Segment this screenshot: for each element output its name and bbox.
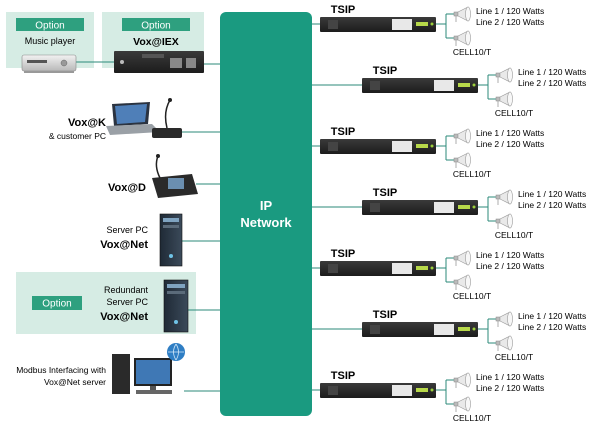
server-pc-label: Server PC [106, 225, 148, 235]
tsip-line1-label: Line 1 / 120 Watts [476, 6, 544, 16]
tsip-rack-device [320, 383, 436, 398]
modbus-label-2: Vox@Net server [44, 377, 106, 387]
redundant-label-2: Server PC [106, 297, 148, 307]
tsip-line2-label: Line 2 / 120 Watts [518, 322, 586, 332]
horn-speaker-icon [453, 152, 471, 168]
server-pc-vox-net: Vox@Net [100, 239, 148, 251]
redundant-vox-net: Vox@Net [100, 311, 148, 323]
tsip-line1-label: Line 1 / 120 Watts [518, 311, 586, 321]
vox-iex-device [114, 51, 204, 73]
tsip-line2-label: Line 2 / 120 Watts [476, 261, 544, 271]
horn-speaker-icon [453, 372, 471, 388]
vox-d-device [152, 154, 198, 198]
tsip-cell-label: CELL10/T [453, 291, 491, 301]
server-pc-tower [159, 213, 183, 267]
vox-d-label: Vox@D [108, 182, 146, 194]
ip-network-bar [220, 12, 312, 416]
horn-speaker-icon [495, 91, 513, 107]
horn-speaker-icon [453, 128, 471, 144]
tsip-line1-label: Line 1 / 120 Watts [476, 250, 544, 260]
modbus-label: Modbus Interfacing with [16, 365, 106, 375]
tsip-line1-label: Line 1 / 120 Watts [476, 372, 544, 382]
tsip-rack-device [320, 261, 436, 276]
horn-speaker-icon [453, 250, 471, 266]
horn-speaker-icon [453, 30, 471, 46]
ip-network-label-2: Network [240, 215, 292, 230]
tsip-title: TSIP [331, 126, 355, 138]
tsip-cell-label: CELL10/T [495, 230, 533, 240]
music-player-label: Music player [25, 36, 76, 46]
option-badge [32, 296, 82, 310]
music-player-device [21, 54, 77, 73]
tsip-rack-device [362, 322, 478, 337]
vox-k-device [106, 98, 182, 138]
ip-network-label-1: IP [260, 198, 273, 213]
option-badge-label: Option [42, 299, 71, 310]
tsip-title: TSIP [331, 370, 355, 382]
modbus-pc [112, 343, 185, 394]
vox-k-label: Vox@K [68, 117, 106, 129]
redundant-label: Redundant [104, 285, 149, 295]
tsip-line2-label: Line 2 / 120 Watts [518, 200, 586, 210]
option-badge [122, 18, 190, 31]
tsip-line2-label: Line 2 / 120 Watts [518, 78, 586, 88]
horn-speaker-icon [453, 396, 471, 412]
tsip-title: TSIP [373, 309, 397, 321]
tsip-rack-device [362, 200, 478, 215]
tsip-cell-label: CELL10/T [453, 169, 491, 179]
tsip-cell-label: CELL10/T [453, 47, 491, 57]
vox-k-sub: & customer PC [49, 131, 106, 141]
tsip-rack-device [362, 78, 478, 93]
tsip-cell-label: CELL10/T [495, 108, 533, 118]
tsip-cell-label: CELL10/T [495, 352, 533, 362]
left-connections [76, 61, 220, 392]
tsip-line2-label: Line 2 / 120 Watts [476, 139, 544, 149]
option-badge-label: Option [35, 21, 64, 32]
option-badge [16, 18, 84, 31]
horn-speaker-icon [495, 311, 513, 327]
tsip-line1-label: Line 1 / 120 Watts [518, 67, 586, 77]
horn-speaker-icon [495, 335, 513, 351]
tsip-title: TSIP [331, 4, 355, 16]
vox-iex-label: Vox@IEX [133, 36, 179, 48]
tsip-cell-label: CELL10/T [453, 413, 491, 423]
horn-speaker-icon [453, 6, 471, 22]
redundant-server-tower [163, 279, 189, 333]
tsip-rack-device [320, 17, 436, 32]
tsip-title: TSIP [373, 187, 397, 199]
tsip-line1-label: Line 1 / 120 Watts [476, 128, 544, 138]
tsip-title: TSIP [373, 65, 397, 77]
tsip-title: TSIP [331, 248, 355, 260]
option-badge-label: Option [141, 21, 170, 32]
horn-speaker-icon [495, 67, 513, 83]
horn-speaker-icon [495, 189, 513, 205]
horn-speaker-icon [495, 213, 513, 229]
tsip-line2-label: Line 2 / 120 Watts [476, 383, 544, 393]
tsip-rack-device [320, 139, 436, 154]
tsip-line2-label: Line 2 / 120 Watts [476, 17, 544, 27]
horn-speaker-icon [453, 274, 471, 290]
tsip-line1-label: Line 1 / 120 Watts [518, 189, 586, 199]
